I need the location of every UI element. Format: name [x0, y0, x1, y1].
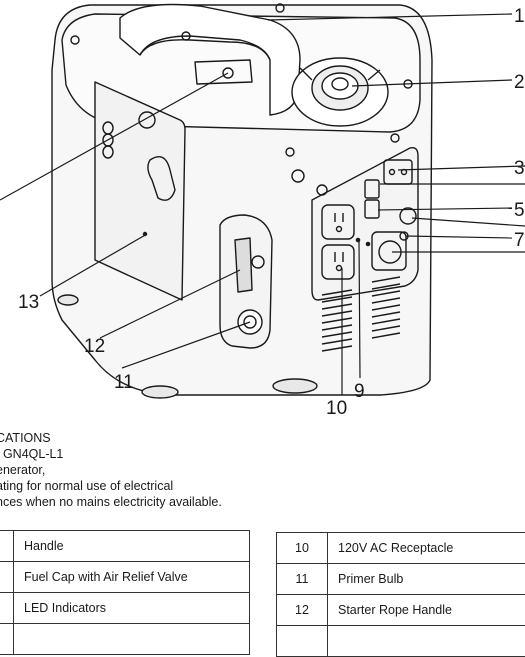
- table-row: [277, 626, 525, 657]
- part-name: Handle: [14, 531, 250, 562]
- table-row: 11 Primer Bulb: [277, 564, 525, 595]
- parts-table-right: 10 120V AC Receptacle 11 Primer Bulb 12 …: [276, 532, 525, 657]
- callout-12: 12: [84, 336, 105, 357]
- part-name: [328, 626, 525, 657]
- part-number: 11: [277, 564, 328, 595]
- fuel-cap: [292, 58, 388, 126]
- part-name: 120V AC Receptacle: [328, 533, 525, 564]
- callout-3: 3: [514, 158, 525, 179]
- table-row: [0, 624, 250, 655]
- part-number: [277, 626, 328, 657]
- callout-7: 7: [514, 230, 525, 251]
- spec-line: : GN4QL-L1: [0, 446, 266, 462]
- part-name: [14, 624, 250, 655]
- spec-line: ating for normal use of electrical: [0, 478, 266, 494]
- part-name: Fuel Cap with Air Relief Valve: [14, 562, 250, 593]
- parts-table-left: Handle Fuel Cap with Air Relief Valve LE…: [0, 530, 250, 655]
- generator-diagram: 1 2 3 5 7 9 10 11 12 13: [0, 0, 525, 425]
- callout-13: 13: [18, 292, 39, 313]
- spec-line: CATIONS: [0, 430, 266, 446]
- specifications-text: CATIONS : GN4QL-L1 enerator, ating for n…: [0, 430, 266, 510]
- table-row: 10 120V AC Receptacle: [277, 533, 525, 564]
- part-number: [0, 531, 14, 562]
- part-number: 12: [277, 595, 328, 626]
- callout-9: 9: [354, 381, 365, 402]
- part-name: Primer Bulb: [328, 564, 525, 595]
- callout-10: 10: [326, 398, 347, 419]
- table-row: Fuel Cap with Air Relief Valve: [0, 562, 250, 593]
- table-row: LED Indicators: [0, 593, 250, 624]
- callout-2: 2: [514, 72, 525, 93]
- callout-5: 5: [514, 200, 525, 221]
- part-name: Starter Rope Handle: [328, 595, 525, 626]
- spec-line: nces when no mains electricity available…: [0, 494, 266, 510]
- table-row: Handle: [0, 531, 250, 562]
- table-row: 12 Starter Rope Handle: [277, 595, 525, 626]
- part-number: [0, 562, 14, 593]
- starter-handle: [235, 238, 252, 292]
- callout-1: 1: [514, 6, 525, 27]
- spec-line: enerator,: [0, 462, 266, 478]
- part-number: 10: [277, 533, 328, 564]
- callout-11: 11: [114, 372, 134, 393]
- part-name: LED Indicators: [14, 593, 250, 624]
- part-number: [0, 593, 14, 624]
- part-number: [0, 624, 14, 655]
